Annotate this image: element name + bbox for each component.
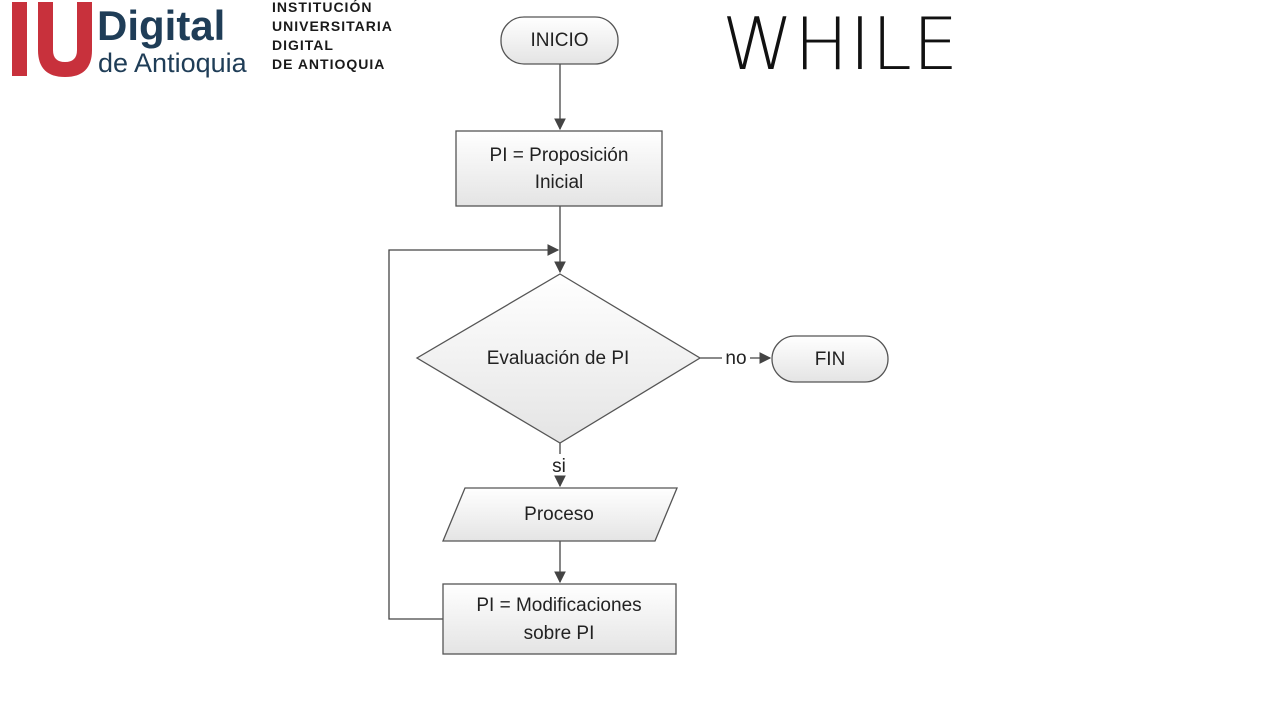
- institution-line-4: DE ANTIOQUIA: [272, 56, 385, 72]
- end-label: FIN: [815, 349, 846, 370]
- modify-label-line1: PI = Modificaciones: [476, 595, 641, 616]
- institution-line-2: UNIVERSITARIA: [272, 18, 393, 34]
- end-terminator: [771, 335, 889, 383]
- logo-i-bar: [12, 2, 27, 76]
- institution-line-3: DIGITAL: [272, 37, 334, 53]
- start-label: INICIO: [530, 30, 588, 51]
- yes-branch-label: si: [552, 456, 566, 477]
- slide-title: WHILE: [722, 2, 960, 86]
- logo-graphic: Digital de Antioquia INSTITUCIÓN UNIVERS…: [12, 0, 393, 78]
- modify-process-box: [442, 583, 677, 655]
- institution-logo: Digital de Antioquia INSTITUCIÓN UNIVERS…: [0, 0, 430, 90]
- modify-label-line2: sobre PI: [524, 623, 595, 644]
- no-branch-label: no: [725, 348, 746, 369]
- process-label: Proceso: [524, 504, 594, 525]
- loop-back-connector: [388, 244, 560, 620]
- start-terminator: [500, 16, 619, 65]
- decision-diamond: [415, 273, 702, 444]
- init-process-box: [455, 130, 663, 207]
- decision-label: Evaluación de PI: [487, 348, 630, 369]
- process-parallelogram: [442, 487, 678, 542]
- logo-u-shape: [38, 2, 92, 77]
- logo-tagline: de Antioquia: [98, 48, 248, 78]
- logo-word: Digital: [97, 2, 225, 49]
- institution-line-1: INSTITUCIÓN: [272, 0, 372, 15]
- init-label-line2: Inicial: [535, 172, 584, 193]
- init-label-line1: PI = Proposición: [490, 145, 629, 166]
